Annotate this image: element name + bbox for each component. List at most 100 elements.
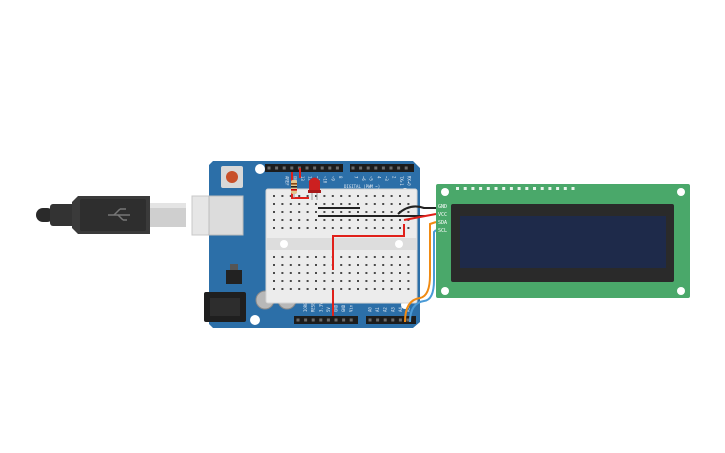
breadboard-hole[interactable]	[348, 227, 351, 229]
breadboard-hole[interactable]	[298, 211, 301, 213]
breadboard-hole[interactable]	[390, 256, 393, 258]
breadboard-hole[interactable]	[348, 219, 351, 221]
breadboard-hole[interactable]	[407, 280, 410, 282]
digital-pin-header[interactable]	[265, 164, 414, 172]
breadboard-hole[interactable]	[306, 211, 309, 213]
breadboard-hole[interactable]	[365, 195, 368, 197]
breadboard-hole[interactable]	[399, 195, 401, 197]
breadboard-hole[interactable]	[390, 288, 393, 290]
breadboard-hole[interactable]	[323, 288, 326, 290]
breadboard-hole[interactable]	[323, 211, 326, 213]
header-pin[interactable]	[368, 318, 372, 322]
header-pin[interactable]	[311, 318, 315, 322]
breadboard-hole[interactable]	[348, 272, 351, 274]
breadboard-hole[interactable]	[340, 256, 343, 258]
breadboard-hole[interactable]	[315, 280, 317, 282]
breadboard-hole[interactable]	[373, 272, 376, 274]
breadboard-hole[interactable]	[382, 256, 385, 258]
wires[interactable]	[291, 168, 437, 323]
header-pin[interactable]	[342, 318, 346, 322]
breadboard-hole[interactable]	[373, 195, 376, 197]
breadboard-hole[interactable]	[323, 219, 326, 221]
breadboard-hole[interactable]	[273, 211, 275, 213]
header-pin[interactable]	[282, 166, 286, 170]
header-pin[interactable]	[381, 166, 385, 170]
breadboard-hole[interactable]	[306, 288, 309, 290]
breadboard-hole[interactable]	[298, 264, 301, 266]
breadboard-hole[interactable]	[323, 272, 326, 274]
breadboard-hole[interactable]	[298, 203, 301, 205]
breadboard-hole[interactable]	[331, 280, 334, 282]
header-pin[interactable]	[349, 318, 353, 322]
breadboard-hole[interactable]	[281, 219, 284, 221]
header-pin[interactable]	[334, 318, 338, 322]
breadboard-hole[interactable]	[407, 195, 410, 197]
header-pin[interactable]	[320, 166, 324, 170]
breadboard-hole[interactable]	[273, 272, 275, 274]
breadboard-hole[interactable]	[289, 288, 292, 290]
breadboard-hole[interactable]	[373, 256, 376, 258]
breadboard-hole[interactable]	[323, 264, 326, 266]
breadboard-hole[interactable]	[390, 280, 393, 282]
breadboard-hole[interactable]	[390, 219, 393, 221]
red-led[interactable]	[308, 177, 321, 201]
breadboard-hole[interactable]	[348, 195, 351, 197]
breadboard-hole[interactable]	[298, 256, 301, 258]
header-pin[interactable]	[397, 166, 401, 170]
breadboard-hole[interactable]	[382, 272, 385, 274]
breadboard-hole[interactable]	[306, 219, 309, 221]
breadboard-hole[interactable]	[306, 264, 309, 266]
header-pin[interactable]	[296, 318, 300, 322]
breadboard-hole[interactable]	[399, 264, 401, 266]
breadboard-hole[interactable]	[289, 264, 292, 266]
header-pin[interactable]	[359, 166, 363, 170]
header-pin[interactable]	[398, 318, 402, 322]
breadboard-hole[interactable]	[407, 272, 410, 274]
resistor[interactable]	[291, 176, 297, 198]
breadboard-hole[interactable]	[281, 211, 284, 213]
header-pin[interactable]	[366, 166, 370, 170]
breadboard-hole[interactable]	[365, 203, 368, 205]
wire-black-lcd-gnd[interactable]	[397, 205, 436, 215]
breadboard-hole[interactable]	[273, 195, 275, 197]
breadboard-hole[interactable]	[289, 272, 292, 274]
breadboard-hole[interactable]	[382, 203, 385, 205]
breadboard-hole[interactable]	[348, 264, 351, 266]
breadboard-hole[interactable]	[357, 288, 359, 290]
breadboard-hole[interactable]	[382, 264, 385, 266]
breadboard-hole[interactable]	[407, 227, 410, 229]
header-pin[interactable]	[328, 166, 332, 170]
breadboard-hole[interactable]	[281, 227, 284, 229]
breadboard-hole[interactable]	[289, 256, 292, 258]
breadboard-hole[interactable]	[382, 288, 385, 290]
breadboard-hole[interactable]	[390, 203, 393, 205]
breadboard-hole[interactable]	[315, 195, 317, 197]
header-pin[interactable]	[290, 166, 294, 170]
breadboard-hole[interactable]	[365, 280, 368, 282]
breadboard-hole[interactable]	[357, 227, 359, 229]
header-pin[interactable]	[319, 318, 323, 322]
breadboard-hole[interactable]	[382, 211, 385, 213]
breadboard-hole[interactable]	[382, 219, 385, 221]
breadboard-hole[interactable]	[399, 280, 401, 282]
breadboard-hole[interactable]	[315, 211, 317, 213]
header-pin[interactable]	[389, 166, 393, 170]
breadboard-hole[interactable]	[348, 256, 351, 258]
breadboard-hole[interactable]	[298, 288, 301, 290]
header-pin[interactable]	[404, 166, 408, 170]
breadboard-hole[interactable]	[289, 211, 292, 213]
breadboard-hole[interactable]	[390, 195, 393, 197]
breadboard-hole[interactable]	[331, 272, 334, 274]
breadboard-hole[interactable]	[315, 256, 317, 258]
breadboard-hole[interactable]	[399, 256, 401, 258]
breadboard-hole[interactable]	[281, 264, 284, 266]
header-pin[interactable]	[305, 166, 309, 170]
breadboard-hole[interactable]	[340, 272, 343, 274]
breadboard-hole[interactable]	[407, 203, 410, 205]
breadboard-hole[interactable]	[390, 227, 393, 229]
breadboard-hole[interactable]	[323, 256, 326, 258]
wire-orange-sda[interactable]	[404, 221, 437, 323]
breadboard-hole[interactable]	[298, 280, 301, 282]
breadboard-hole[interactable]	[382, 227, 385, 229]
